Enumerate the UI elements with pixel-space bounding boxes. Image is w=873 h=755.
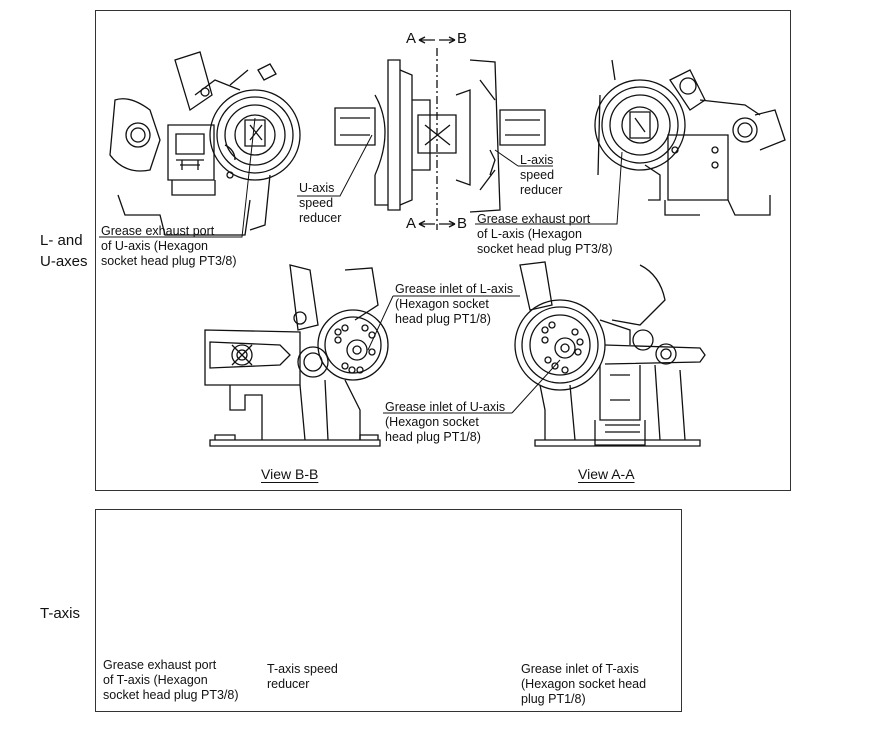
view-aa-drawing bbox=[515, 262, 705, 446]
callout-line: Grease inlet of U-axis bbox=[385, 400, 506, 414]
callout-line: speed bbox=[299, 196, 334, 210]
callout-u-reducer: U-axis speed reducer bbox=[299, 181, 341, 226]
callout-line: reducer bbox=[267, 677, 310, 691]
callout-l-exhaust: Grease exhaust port of L-axis (Hexagon s… bbox=[477, 212, 613, 257]
callout-line: reducer bbox=[299, 211, 342, 225]
t-axis-side-label: T-axis bbox=[40, 605, 81, 622]
section-mark-top-b: B bbox=[457, 30, 468, 47]
lu-axes-side-label: L- and U-axes bbox=[40, 230, 88, 272]
t-axis-panel bbox=[95, 509, 682, 712]
top-left-robot-drawing bbox=[110, 52, 300, 235]
top-middle-section-drawing bbox=[335, 48, 545, 230]
callout-l-reducer: L-axis speed reducer bbox=[520, 153, 562, 198]
callout-line: of U-axis (Hexagon bbox=[101, 239, 208, 253]
callout-l-inlet: Grease inlet of L-axis (Hexagon socket h… bbox=[395, 282, 513, 327]
callout-u-exhaust: Grease exhaust port of U-axis (Hexagon s… bbox=[101, 224, 237, 269]
section-mark-bottom-b: B bbox=[457, 215, 468, 232]
view-bb-drawing bbox=[205, 265, 388, 446]
callout-line: Grease exhaust port bbox=[477, 212, 591, 226]
callout-line: L-axis bbox=[520, 153, 554, 167]
callout-line: speed bbox=[520, 168, 555, 182]
callout-line: head plug PT1/8) bbox=[395, 312, 491, 326]
callout-line: reducer bbox=[520, 183, 563, 197]
view-bb-title: View B-B bbox=[261, 466, 319, 482]
callout-line: head plug PT1/8) bbox=[385, 430, 481, 444]
callout-line: Grease exhaust port bbox=[101, 224, 215, 238]
callout-line: (Hexagon socket bbox=[385, 415, 479, 429]
lu-label-line1: L- and bbox=[40, 232, 83, 249]
lu-label-line2: U-axes bbox=[40, 253, 88, 270]
callout-line: plug PT1/8) bbox=[521, 692, 586, 706]
callout-line: Grease inlet of T-axis bbox=[521, 662, 639, 676]
section-mark-top-a: A bbox=[406, 30, 417, 47]
callout-line: of T-axis (Hexagon bbox=[103, 673, 208, 687]
callout-line: of L-axis (Hexagon bbox=[477, 227, 582, 241]
callout-t-inlet: Grease inlet of T-axis (Hexagon socket h… bbox=[521, 662, 646, 707]
callout-line: Grease inlet of L-axis bbox=[395, 282, 514, 296]
section-cut-arrows bbox=[419, 37, 455, 227]
callout-line: socket head plug PT3/8) bbox=[103, 688, 239, 702]
callout-line: (Hexagon socket bbox=[395, 297, 489, 311]
callout-line: U-axis bbox=[299, 181, 335, 195]
top-right-robot-drawing bbox=[595, 60, 785, 215]
callout-line: (Hexagon socket head bbox=[521, 677, 647, 691]
section-mark-bottom-a: A bbox=[406, 215, 417, 232]
callout-t-exhaust: Grease exhaust port of T-axis (Hexagon s… bbox=[103, 658, 239, 703]
callout-u-inlet: Grease inlet of U-axis (Hexagon socket h… bbox=[385, 400, 505, 445]
callout-line: socket head plug PT3/8) bbox=[101, 254, 237, 268]
callout-line: T-axis speed bbox=[267, 662, 338, 676]
view-aa-title: View A-A bbox=[578, 466, 635, 482]
callout-line: socket head plug PT3/8) bbox=[477, 242, 613, 256]
callout-line: Grease exhaust port bbox=[103, 658, 217, 672]
callout-t-reducer: T-axis speed reducer bbox=[267, 662, 338, 692]
